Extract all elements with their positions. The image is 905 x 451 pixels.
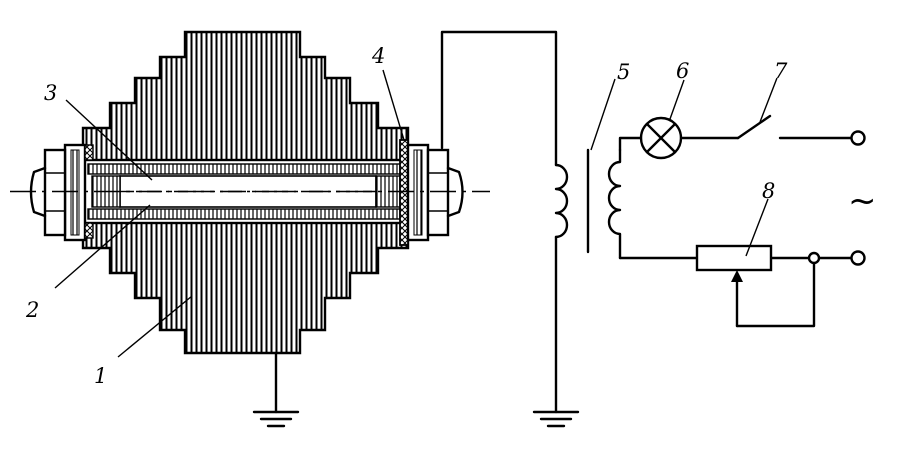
callout-3: 3 bbox=[44, 81, 57, 105]
ac-terminals bbox=[807, 130, 866, 266]
rheostat-icon bbox=[695, 244, 816, 328]
leader-lines bbox=[54, 69, 778, 358]
left-end-fitting bbox=[29, 143, 94, 242]
callout-2: 2 bbox=[25, 298, 39, 322]
callout-4: 4 bbox=[371, 44, 385, 68]
lamp-icon bbox=[639, 116, 683, 160]
hf-lead-wire bbox=[440, 30, 558, 167]
core-ground bbox=[252, 351, 300, 428]
callout-7: 7 bbox=[774, 59, 788, 83]
right-end-fitting bbox=[399, 139, 464, 246]
transformer-ground bbox=[532, 410, 580, 428]
switch-icon bbox=[736, 114, 772, 140]
ac-source-symbol: ~ bbox=[848, 181, 877, 221]
callout-1: 1 bbox=[94, 364, 107, 388]
callout-6: 6 bbox=[676, 59, 689, 83]
callout-5: 5 bbox=[617, 60, 630, 84]
transformer bbox=[554, 148, 622, 414]
callout-8: 8 bbox=[762, 179, 775, 203]
